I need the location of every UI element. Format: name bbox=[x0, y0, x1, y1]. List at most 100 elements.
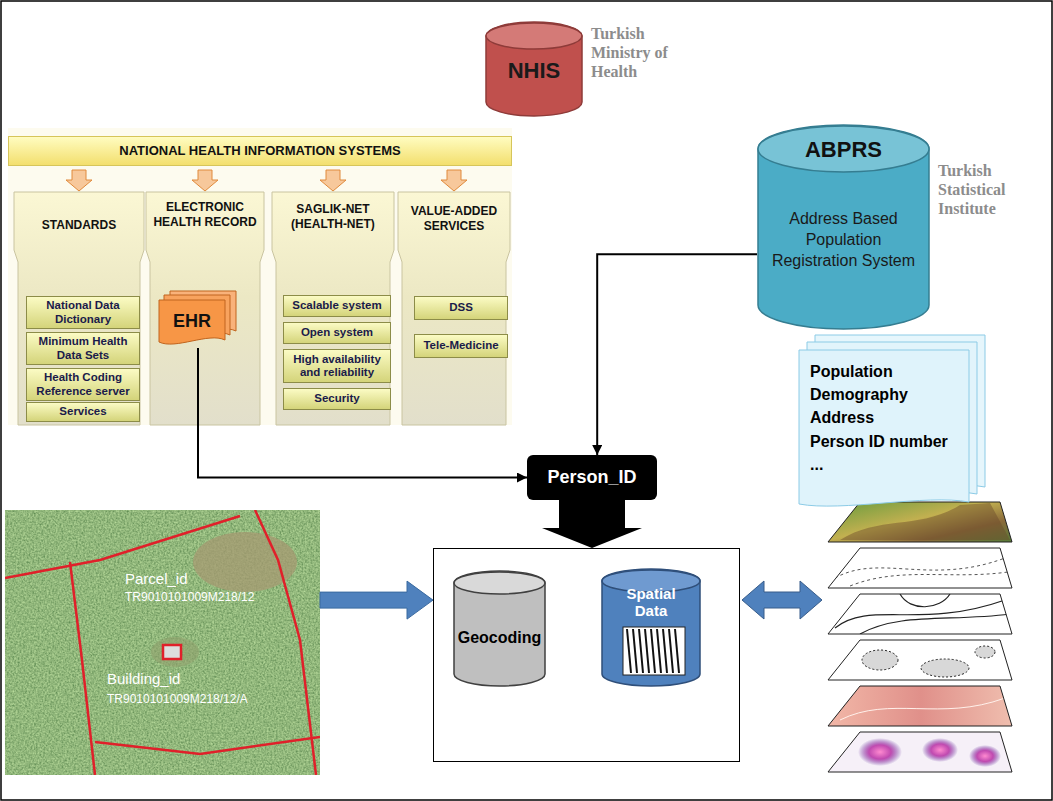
map-layers-part-part bbox=[921, 659, 969, 677]
map-layers-part bbox=[826, 592, 1016, 637]
satellite-photo: Parcel_idTR9010101009M218/12Building_idT… bbox=[5, 510, 320, 775]
cylinder-body bbox=[758, 125, 929, 329]
component-box: Services bbox=[26, 402, 140, 422]
node-label: Parcel_id bbox=[125, 570, 188, 587]
down-arrows-part bbox=[441, 170, 467, 191]
map-layers-part-part bbox=[862, 650, 898, 670]
down-arrows bbox=[66, 170, 467, 191]
node-label: Person_ID bbox=[547, 467, 636, 488]
node-label: Building_id bbox=[107, 670, 180, 687]
map-layers-part-part bbox=[858, 738, 902, 766]
node-label: SAGLIK-NET (HEALTH-NET) bbox=[276, 202, 390, 232]
node-label: Address Based Population Registration Sy… bbox=[763, 209, 924, 271]
node-label: Tele-Medicine bbox=[423, 339, 498, 352]
component-box: Scalable system bbox=[283, 295, 391, 317]
map-layers-part-part bbox=[828, 548, 1012, 588]
cylinder-body bbox=[602, 569, 700, 686]
raster-box bbox=[623, 627, 685, 675]
raster-stripe bbox=[633, 629, 637, 673]
raster-stripe bbox=[645, 629, 649, 673]
node-label: Security bbox=[314, 392, 359, 405]
node-label: Turkish Statistical Institute bbox=[938, 161, 1046, 219]
database-cylinder: NHISTurkish Ministry of Health bbox=[485, 22, 583, 117]
map-layers-part-part bbox=[826, 500, 1016, 545]
component-box: Health Coding Reference server bbox=[26, 368, 140, 401]
map-layers-part-part bbox=[840, 503, 1010, 540]
connector-line bbox=[198, 348, 527, 478]
satellite-image-part-part bbox=[95, 737, 320, 754]
satellite-image-part bbox=[193, 532, 297, 592]
node-label: EHR bbox=[159, 311, 225, 332]
node-label: VALUE-ADDED SERVICES bbox=[402, 204, 506, 234]
component-box: DSS bbox=[414, 296, 508, 320]
node-label: ABPRS bbox=[757, 137, 930, 163]
node-label: TR9010101009M218/12 bbox=[125, 590, 254, 604]
map-layers-part-part bbox=[840, 698, 1005, 720]
node-label: Person ID number bbox=[810, 430, 976, 453]
satellite-image-part-part bbox=[255, 510, 316, 775]
map-layers-part-part bbox=[900, 594, 950, 607]
satellite-image-part bbox=[5, 510, 320, 775]
node-label: Geocoding bbox=[453, 629, 546, 647]
connector-line bbox=[597, 254, 757, 455]
map-layers-part-part bbox=[860, 614, 1010, 634]
satellite-image-part bbox=[163, 645, 181, 659]
component-box: Tele-Medicine bbox=[414, 334, 508, 358]
double-arrow bbox=[742, 581, 822, 619]
map-layers-part-part bbox=[828, 686, 1012, 726]
cylinder-body bbox=[486, 22, 582, 116]
node-label: High availability and reliability bbox=[287, 353, 387, 379]
node-label: NHIS bbox=[485, 58, 583, 84]
map-layers-part-part bbox=[826, 638, 1016, 683]
cylinder-top bbox=[454, 572, 545, 594]
panel-column: STANDARDSNational Data DictionaryMinimum… bbox=[14, 192, 144, 425]
down-arrows-part bbox=[320, 170, 346, 191]
raster-stripe bbox=[663, 629, 667, 673]
satellite-image bbox=[5, 510, 320, 775]
node-label: Minimum Health Data Sets bbox=[30, 335, 136, 361]
panel-columns-part bbox=[272, 192, 394, 425]
down-arrows-part bbox=[192, 170, 218, 191]
panel-columns bbox=[14, 192, 510, 425]
node-label: Population bbox=[810, 360, 976, 383]
satellite-image-part-part bbox=[70, 562, 95, 775]
map-layers-part-part bbox=[828, 502, 1012, 542]
satellite-image-part-part bbox=[5, 516, 240, 578]
panel-columns-part bbox=[146, 192, 264, 425]
satellite-image-part bbox=[5, 510, 320, 775]
map-layers-part-part bbox=[835, 600, 1005, 628]
map-layers-part bbox=[826, 638, 1016, 683]
node-label: TR9010101009M218/12/A bbox=[107, 692, 248, 706]
node-label: STANDARDS bbox=[18, 218, 140, 233]
map-layers-part-part bbox=[922, 738, 958, 762]
map-layers-part-part bbox=[826, 730, 1016, 775]
node-label: Services bbox=[59, 405, 106, 418]
raster-stripe bbox=[657, 629, 661, 673]
node-label: NATIONAL HEALTH INFORMATION SYSTEMS bbox=[8, 136, 512, 166]
map-layers-part bbox=[826, 500, 1016, 545]
panel-columns-part bbox=[14, 192, 144, 425]
document-sheet bbox=[159, 300, 225, 344]
processing-box: Geocoding Spatial Data bbox=[433, 548, 740, 762]
node-label: ELECTRONIC HEALTH RECORD bbox=[150, 200, 260, 230]
block-arrow bbox=[542, 500, 642, 548]
panel-column: SAGLIK-NET (HEALTH-NET) Scalable systemOp… bbox=[272, 192, 394, 425]
node-label: Address bbox=[810, 406, 976, 429]
component-box: Open system bbox=[283, 322, 391, 344]
database-cylinder: Geocoding bbox=[453, 571, 546, 687]
node-label: Spatial Data bbox=[616, 585, 686, 620]
map-layers-part-part bbox=[828, 594, 1012, 634]
node-label: Health Coding Reference server bbox=[30, 371, 136, 397]
map-layers-part bbox=[826, 730, 1016, 775]
component-box: Minimum Health Data Sets bbox=[26, 332, 140, 365]
map-layers-part bbox=[826, 684, 1016, 729]
map-layers-part bbox=[826, 546, 1016, 591]
component-box: High availability and reliability bbox=[283, 349, 391, 383]
cylinder-top bbox=[486, 23, 582, 49]
node-label: Demography bbox=[810, 383, 976, 406]
node-label: Open system bbox=[301, 326, 373, 339]
satellite-image-part bbox=[151, 637, 199, 667]
map-layers-part-part bbox=[828, 732, 1012, 772]
